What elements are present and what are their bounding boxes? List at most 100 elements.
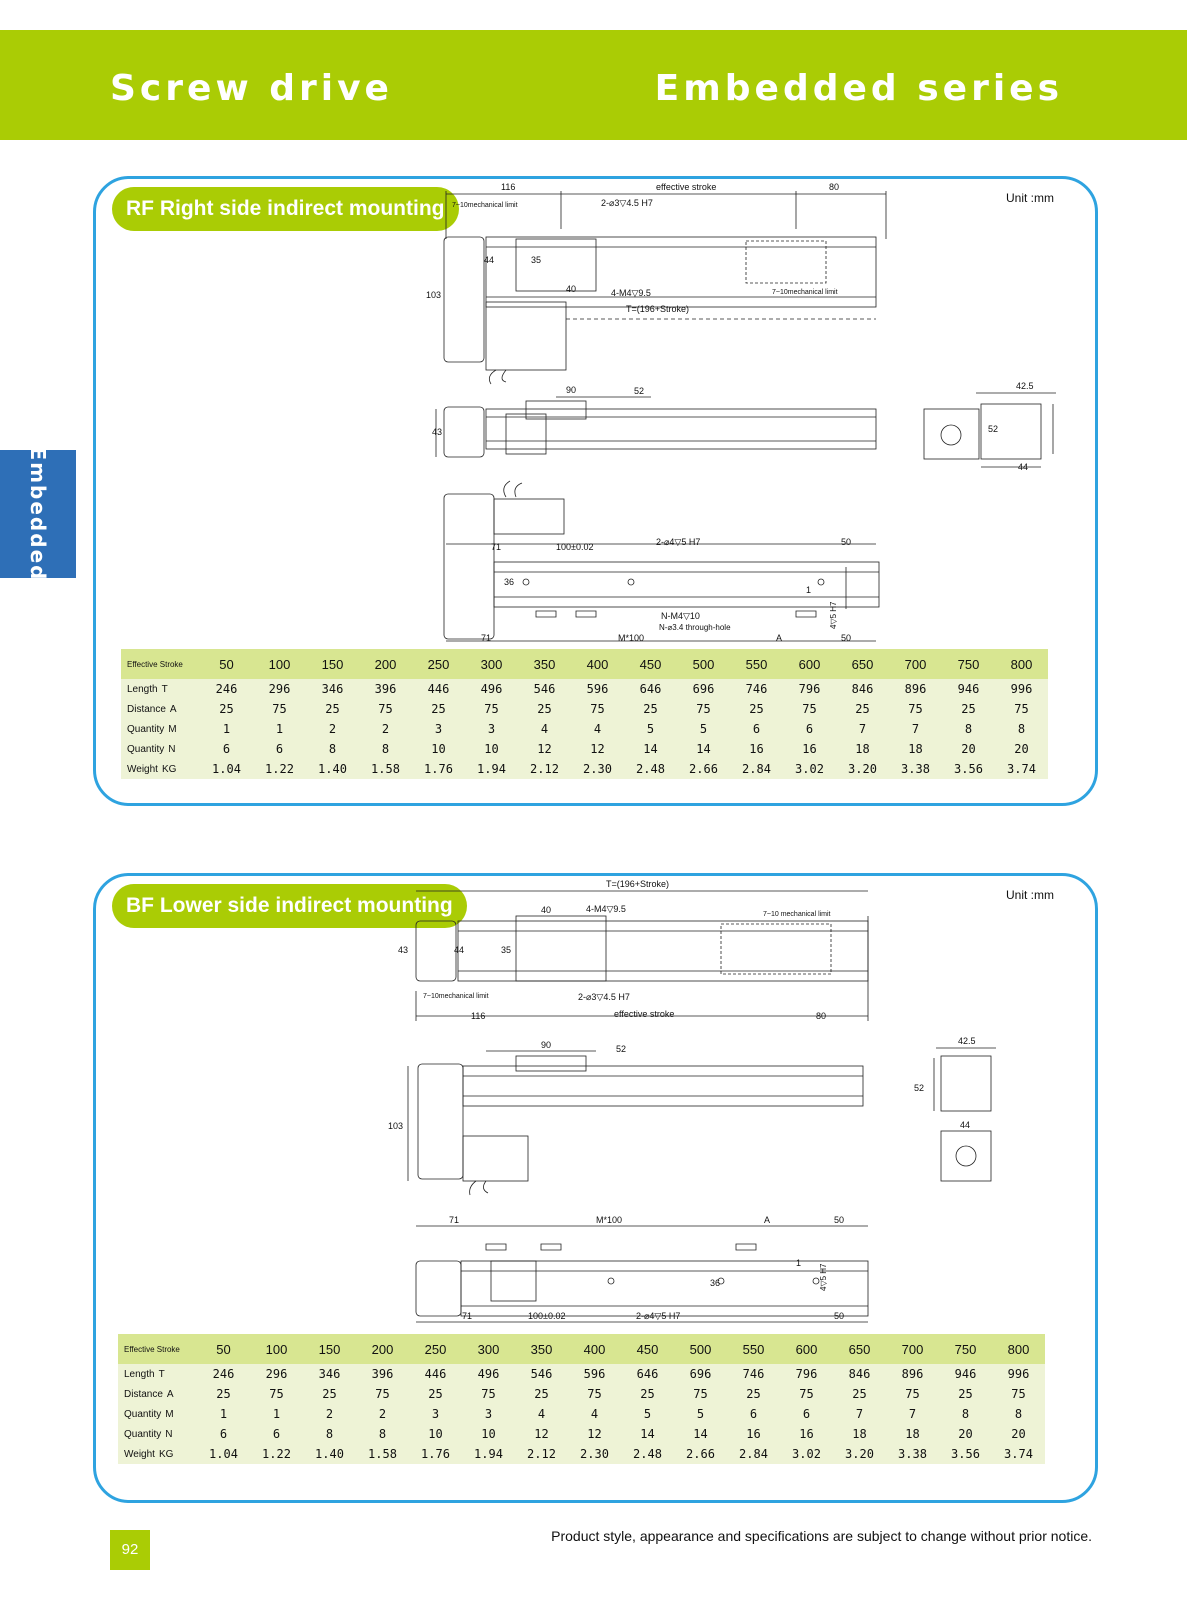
table-cell: 8: [359, 739, 412, 759]
row-label-text: Quantity: [127, 743, 165, 755]
bf-dim-m4: 4-M4▽9.5: [586, 904, 626, 914]
table-cell: 18: [889, 739, 942, 759]
stroke-cell: 450: [621, 1334, 674, 1364]
table-cell: 5: [674, 1404, 727, 1424]
table-cell: 18: [836, 739, 889, 759]
table-cell: 6: [200, 739, 253, 759]
row-label-text: Quantity: [124, 1408, 162, 1420]
rf-end-44: 44: [1018, 462, 1028, 472]
rf-dim-1: 1: [806, 585, 811, 595]
row-symbol: KG: [161, 763, 177, 775]
rf-dim-holes-h7: 2-⌀3▽4.5 H7: [601, 198, 653, 208]
table-cell: 25: [518, 699, 571, 719]
table-cell: 20: [942, 739, 995, 759]
rf-dim-40: 40: [566, 284, 576, 294]
table-cell: 6: [197, 1424, 250, 1444]
rf-dim-a: A: [776, 633, 782, 643]
bf-dim-50: 50: [834, 1215, 844, 1225]
table-head-label: Effective Stroke: [121, 649, 200, 679]
bf-dim-mech-limit-left: 7~10mechanical limit: [423, 993, 489, 1000]
stroke-cell: 350: [515, 1334, 568, 1364]
table-cell: 1: [200, 719, 253, 739]
bf-dim-40: 40: [541, 905, 551, 915]
table-cell: 7: [886, 1404, 939, 1424]
table-cell: 1.40: [303, 1444, 356, 1464]
table-cell: 18: [833, 1424, 886, 1444]
table-cell: 12: [571, 739, 624, 759]
header-title-right: Embedded series: [654, 68, 1063, 109]
stroke-cell: 150: [306, 649, 359, 679]
bf-dim-mech-limit-right: 7~10 mechanical limit: [763, 911, 831, 918]
table-cell: 75: [783, 699, 836, 719]
table-cell: 646: [624, 679, 677, 699]
table-cell: 346: [306, 679, 359, 699]
table-cell: 25: [303, 1384, 356, 1404]
table-cell: 446: [412, 679, 465, 699]
table-cell: 75: [677, 699, 730, 719]
table-cell: 16: [730, 739, 783, 759]
stroke-cell: 250: [409, 1334, 462, 1364]
table-cell: 3.74: [995, 759, 1048, 779]
table-cell: 2: [306, 719, 359, 739]
table-cell: 25: [836, 699, 889, 719]
stroke-cell: 100: [250, 1334, 303, 1364]
table-cell: 6: [250, 1424, 303, 1444]
rf-dim-71b: 71: [481, 633, 491, 643]
table-cell: 14: [621, 1424, 674, 1444]
table-cell: 4: [518, 719, 571, 739]
table-cell: 2.66: [677, 759, 730, 779]
stroke-cell: 700: [886, 1334, 939, 1364]
table-cell: 75: [889, 699, 942, 719]
table-cell: 2.12: [515, 1444, 568, 1464]
table-cell: 10: [409, 1424, 462, 1444]
table-cell: 1.94: [465, 759, 518, 779]
table-cell: 746: [727, 1364, 780, 1384]
table-cell: 846: [836, 679, 889, 699]
table-cell: 4: [515, 1404, 568, 1424]
table-cell: 25: [624, 699, 677, 719]
stroke-cell: 50: [197, 1334, 250, 1364]
rf-end-52: 52: [988, 424, 998, 434]
table-cell: 75: [568, 1384, 621, 1404]
row-label-text: Quantity: [127, 723, 165, 735]
table-cell: 75: [250, 1384, 303, 1404]
bf-dim-4-5-h7: 4▽5 H7: [819, 1263, 828, 1291]
table-cell: 3.38: [889, 759, 942, 779]
bf-dim-t-formula: T=(196+Stroke): [606, 879, 669, 889]
table-cell: 3.56: [942, 759, 995, 779]
rf-dim-116: 116: [501, 182, 515, 192]
table-cell: 996: [992, 1364, 1045, 1384]
table-cell: 896: [886, 1364, 939, 1384]
row-label-text: Length: [127, 683, 158, 695]
bf-dim-holes-4: 2-⌀4▽5 H7: [636, 1311, 680, 1321]
rf-dim-90: 90: [566, 385, 576, 395]
table-cell: 4: [571, 719, 624, 739]
side-tab-label: Embedded: [26, 446, 50, 582]
rf-dim-nm4: N-M4▽10: [661, 611, 700, 621]
row-symbol: A: [169, 703, 177, 715]
table-cell: 6: [253, 739, 306, 759]
stroke-cell: 50: [200, 649, 253, 679]
table-cell: 75: [253, 699, 306, 719]
table-cell: 25: [939, 1384, 992, 1404]
stroke-cell: 300: [465, 649, 518, 679]
table-cell: 8: [995, 719, 1048, 739]
bf-dim-100: 100±0.02: [528, 1311, 565, 1321]
bf-dim-35: 35: [501, 945, 511, 955]
bf-dim-a: A: [764, 1215, 770, 1225]
stroke-cell: 750: [939, 1334, 992, 1364]
table-cell: 25: [197, 1384, 250, 1404]
table-cell: 25: [727, 1384, 780, 1404]
rf-unit: Unit :mm: [1006, 191, 1054, 205]
table-cell: 75: [462, 1384, 515, 1404]
table-cell: 796: [783, 679, 836, 699]
row-symbol: KG: [158, 1448, 174, 1460]
stroke-cell: 400: [568, 1334, 621, 1364]
